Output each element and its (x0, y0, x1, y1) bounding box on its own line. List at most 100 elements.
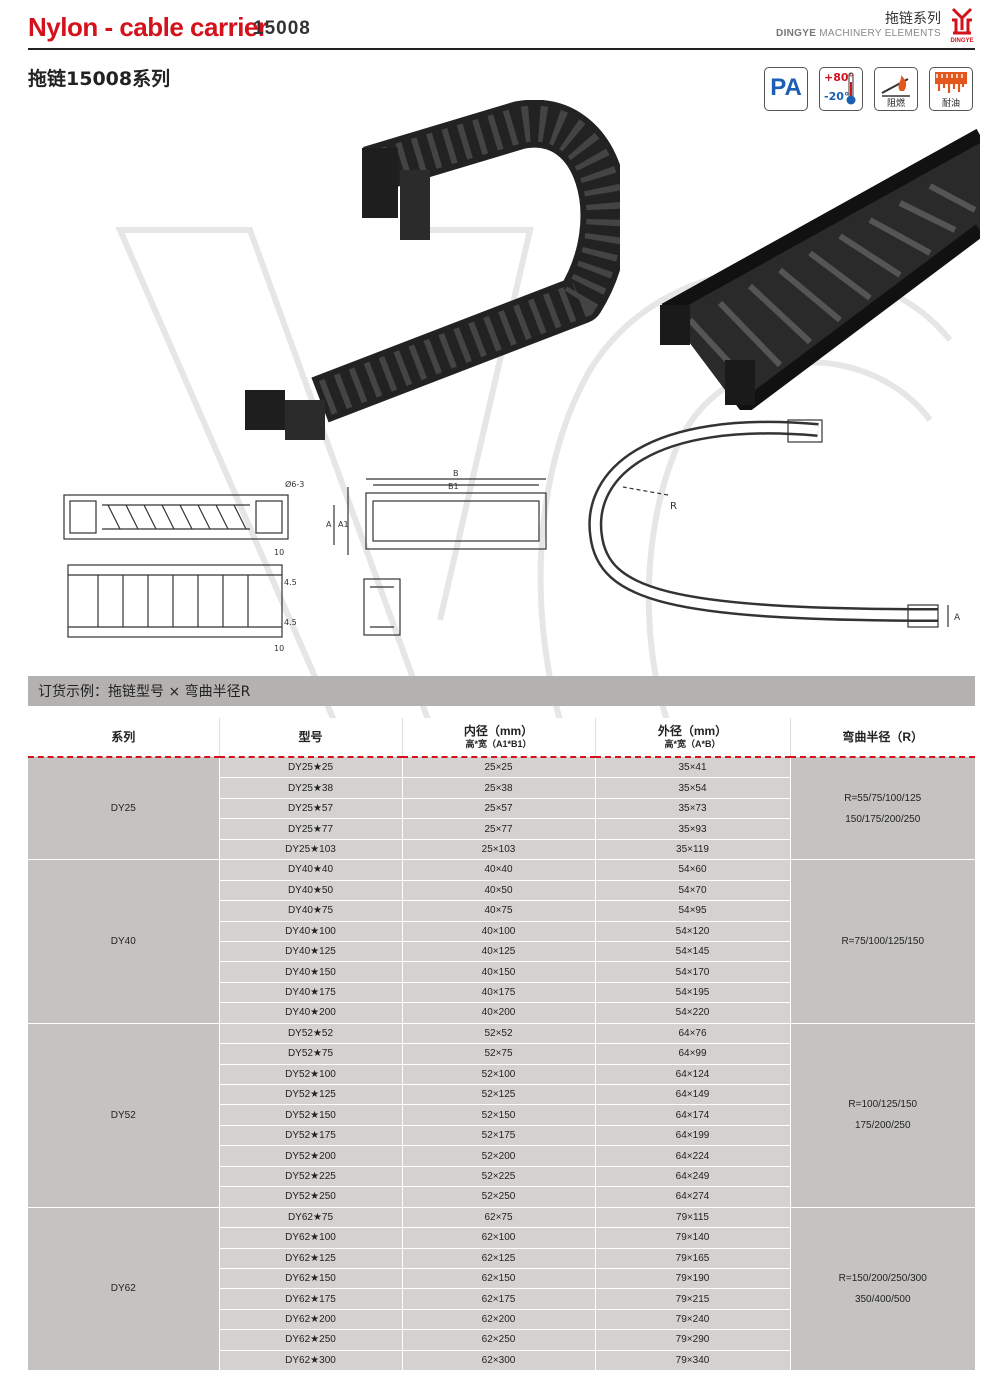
inner-size-cell: 52×125 (401, 1084, 595, 1106)
material-pa-badge: PA (764, 67, 808, 111)
oil-resistant-label: 耐油 (941, 99, 960, 109)
dim-b-label: B (453, 469, 459, 478)
outer-size-cell: 64×199 (594, 1125, 791, 1147)
model-cell: DY62★175 (218, 1288, 402, 1310)
model-cell: DY25★25 (218, 757, 402, 779)
table-header-row: 系列 型号 内径（mm）高*宽（A1*B1） 外径（mm）高*宽（A*B） 弯曲… (28, 718, 975, 757)
outer-size-cell: 35×119 (594, 839, 791, 861)
col-header-outer: 外径（mm）高*宽（A*B） (594, 718, 790, 757)
radius-line: R=150/200/250/300 (838, 1272, 927, 1284)
model-cell: DY25★77 (218, 818, 402, 840)
inner-size-cell: 25×38 (401, 777, 595, 799)
inner-size-cell: 62×175 (401, 1288, 595, 1310)
inner-size-cell: 40×40 (401, 859, 595, 881)
dim-45-top-label: 4.5 (284, 578, 297, 587)
model-cell: DY62★100 (218, 1227, 402, 1249)
inner-size-cell: 62×100 (401, 1227, 595, 1249)
inner-size-cell: 62×150 (401, 1268, 595, 1290)
model-cell: DY25★38 (218, 777, 402, 799)
model-cell: DY62★200 (218, 1309, 402, 1331)
dim-10-bottom-label: 10 (274, 644, 284, 653)
radius-line: R=55/75/100/125 (844, 792, 922, 804)
inner-size-cell: 62×125 (401, 1248, 595, 1269)
inner-size-cell: 40×75 (401, 900, 595, 922)
radius-line: 150/175/200/250 (845, 813, 921, 825)
outer-size-cell: 79×240 (594, 1309, 791, 1331)
dim-b1-label: B1 (448, 482, 459, 491)
cable-carrier-curved-photo (245, 100, 620, 440)
outer-size-cell: 54×145 (594, 941, 791, 963)
order-example-bar: 订货示例：拖链型号 × 弯曲半径R (28, 676, 975, 706)
header-rule (28, 48, 975, 50)
outer-size-cell: 35×41 (594, 757, 791, 779)
series-cn-label: 拖链系列 (885, 11, 941, 27)
model-cell: DY40★100 (218, 921, 402, 942)
col-header-model: 型号 (218, 718, 402, 757)
col-header-outer-sub: 高*宽（A*B） (664, 738, 721, 749)
outer-size-cell: 79×290 (594, 1329, 791, 1351)
outer-size-cell: 54×95 (594, 900, 791, 922)
series-cell: DY40 (28, 859, 219, 1024)
dim-a-label: A (326, 520, 332, 529)
model-cell: DY52★100 (218, 1064, 402, 1086)
radius-line: R=100/125/150 (848, 1099, 918, 1111)
inner-size-cell: 62×300 (401, 1350, 595, 1372)
outer-size-cell: 35×54 (594, 777, 791, 799)
logo-text: DINGYE (950, 38, 973, 44)
model-cell: DY52★175 (218, 1125, 402, 1147)
outer-size-cell: 79×115 (594, 1207, 791, 1229)
page-header: Nylon - cable carrier 15008 拖链系列 DINGYE … (0, 0, 1003, 50)
model-cell: DY62★300 (218, 1350, 402, 1372)
col-header-inner-sub: 高*宽（A1*B1） (465, 738, 532, 749)
outer-size-cell: 54×70 (594, 880, 791, 902)
outer-size-cell: 64×274 (594, 1186, 791, 1208)
outer-size-cell: 64×99 (594, 1043, 791, 1065)
inner-size-cell: 52×250 (401, 1186, 595, 1208)
outer-size-cell: 54×60 (594, 859, 791, 881)
outer-size-cell: 64×149 (594, 1084, 791, 1106)
inner-size-cell: 52×75 (401, 1043, 595, 1065)
outer-size-cell: 64×124 (594, 1064, 791, 1086)
outer-size-cell: 64×76 (594, 1023, 791, 1045)
spec-table: 系列 型号 内径（mm）高*宽（A1*B1） 外径（mm）高*宽（A*B） 弯曲… (28, 718, 975, 1372)
radius-cell: R=75/100/125/150 (790, 859, 975, 1024)
inner-size-cell: 52×150 (401, 1104, 595, 1126)
model-cell: DY25★57 (218, 798, 402, 820)
bend-a-label: A (954, 613, 961, 623)
inner-size-cell: 52×175 (401, 1125, 595, 1147)
series-cell: DY25 (28, 757, 219, 861)
col-header-inner-title: 内径（mm） (463, 723, 534, 738)
outer-size-cell: 54×120 (594, 921, 791, 942)
model-cell: DY52★250 (218, 1186, 402, 1208)
model-cell: DY62★75 (218, 1207, 402, 1229)
inner-size-cell: 25×103 (401, 839, 595, 861)
outer-size-cell: 64×174 (594, 1104, 791, 1126)
outer-size-cell: 79×190 (594, 1268, 791, 1290)
inner-size-cell: 62×250 (401, 1329, 595, 1351)
outer-size-cell: 64×249 (594, 1166, 791, 1188)
thermometer-icon (846, 72, 856, 105)
col-header-inner: 内径（mm）高*宽（A1*B1） (401, 718, 595, 757)
temp-high-text: +80° (824, 71, 855, 84)
radius-r-label: R (670, 501, 677, 512)
dim-10-top-label: 10 (274, 548, 284, 557)
company-name-bold: DINGYE (776, 28, 817, 39)
series-cell: DY52 (28, 1023, 219, 1208)
